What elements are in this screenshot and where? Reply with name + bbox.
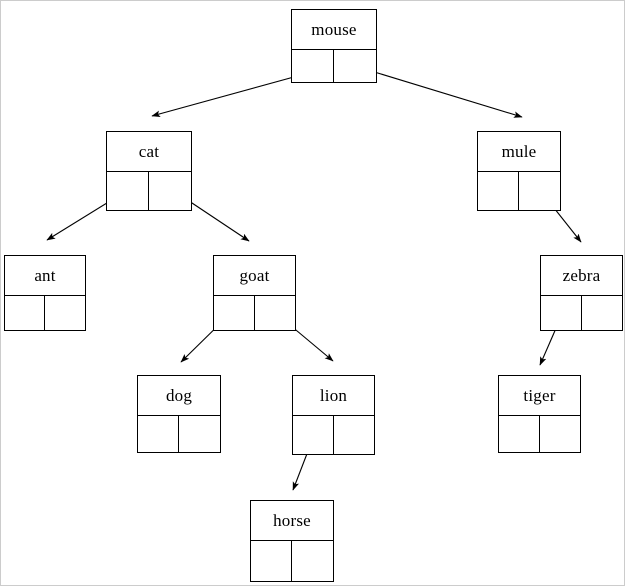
tree-node-cat[interactable]: cat <box>106 131 192 211</box>
tree-edge-mouse-left-to-cat <box>151 71 313 118</box>
node-left-pointer-mouse[interactable] <box>292 50 334 82</box>
node-right-pointer-dog[interactable] <box>179 416 220 452</box>
node-pointer-cells-goat <box>214 296 295 330</box>
node-right-pointer-cat[interactable] <box>149 172 191 210</box>
node-right-pointer-mouse[interactable] <box>334 50 376 82</box>
node-left-pointer-dog[interactable] <box>138 416 179 452</box>
node-pointer-cells-horse <box>251 541 333 581</box>
tree-node-mule[interactable]: mule <box>477 131 561 211</box>
tree-node-horse[interactable]: horse <box>250 500 334 582</box>
node-left-pointer-horse[interactable] <box>251 541 292 581</box>
node-label-goat: goat <box>214 256 295 296</box>
tree-node-ant[interactable]: ant <box>4 255 86 331</box>
node-right-pointer-zebra[interactable] <box>582 296 623 330</box>
tree-node-lion[interactable]: lion <box>292 375 375 455</box>
node-label-horse: horse <box>251 501 333 541</box>
node-pointer-cells-cat <box>107 172 191 210</box>
node-label-cat: cat <box>107 132 191 172</box>
tree-node-mouse[interactable]: mouse <box>291 9 377 83</box>
node-right-pointer-horse[interactable] <box>292 541 333 581</box>
node-left-pointer-ant[interactable] <box>5 296 45 330</box>
tree-node-goat[interactable]: goat <box>213 255 296 331</box>
node-left-pointer-mule[interactable] <box>478 172 519 210</box>
node-label-mouse: mouse <box>292 10 376 50</box>
node-right-pointer-lion[interactable] <box>334 416 375 454</box>
node-right-pointer-goat[interactable] <box>255 296 296 330</box>
node-label-dog: dog <box>138 376 220 416</box>
node-label-mule: mule <box>478 132 560 172</box>
node-pointer-cells-mule <box>478 172 560 210</box>
tree-node-tiger[interactable]: tiger <box>498 375 581 453</box>
node-pointer-cells-lion <box>293 416 374 454</box>
node-left-pointer-lion[interactable] <box>293 416 334 454</box>
tree-node-zebra[interactable]: zebra <box>540 255 623 331</box>
node-pointer-cells-ant <box>5 296 85 330</box>
node-label-tiger: tiger <box>499 376 580 416</box>
node-left-pointer-cat[interactable] <box>107 172 149 210</box>
node-label-ant: ant <box>5 256 85 296</box>
node-pointer-cells-zebra <box>541 296 622 330</box>
node-left-pointer-tiger[interactable] <box>499 416 540 452</box>
node-left-pointer-goat[interactable] <box>214 296 255 330</box>
node-right-pointer-mule[interactable] <box>519 172 560 210</box>
node-right-pointer-ant[interactable] <box>45 296 85 330</box>
node-left-pointer-zebra[interactable] <box>541 296 582 330</box>
tree-node-dog[interactable]: dog <box>137 375 221 453</box>
node-right-pointer-tiger[interactable] <box>540 416 581 452</box>
node-label-zebra: zebra <box>541 256 622 296</box>
node-label-lion: lion <box>293 376 374 416</box>
node-pointer-cells-dog <box>138 416 220 452</box>
tree-edge-mouse-right-to-mule <box>357 66 523 118</box>
node-pointer-cells-tiger <box>499 416 580 452</box>
node-pointer-cells-mouse <box>292 50 376 82</box>
